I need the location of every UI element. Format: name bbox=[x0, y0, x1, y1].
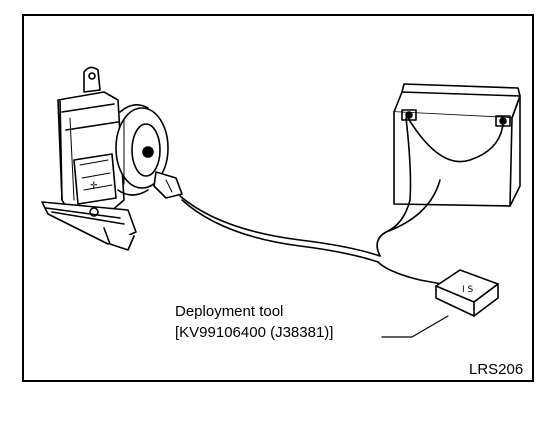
pretensioner-assembly: ✛ bbox=[41, 66, 183, 251]
leader-line bbox=[381, 315, 449, 338]
deployment-tool: I S bbox=[435, 269, 499, 317]
svg-text:I S: I S bbox=[462, 285, 474, 295]
battery bbox=[393, 83, 521, 207]
wiring bbox=[179, 117, 504, 285]
deployment-tool-label: Deployment tool bbox=[175, 303, 284, 320]
figure-code: LRS206 bbox=[469, 361, 524, 378]
deployment-tool-part-number: [KV99106400 (J38381)] bbox=[175, 324, 334, 341]
svg-text:✛: ✛ bbox=[90, 181, 98, 191]
